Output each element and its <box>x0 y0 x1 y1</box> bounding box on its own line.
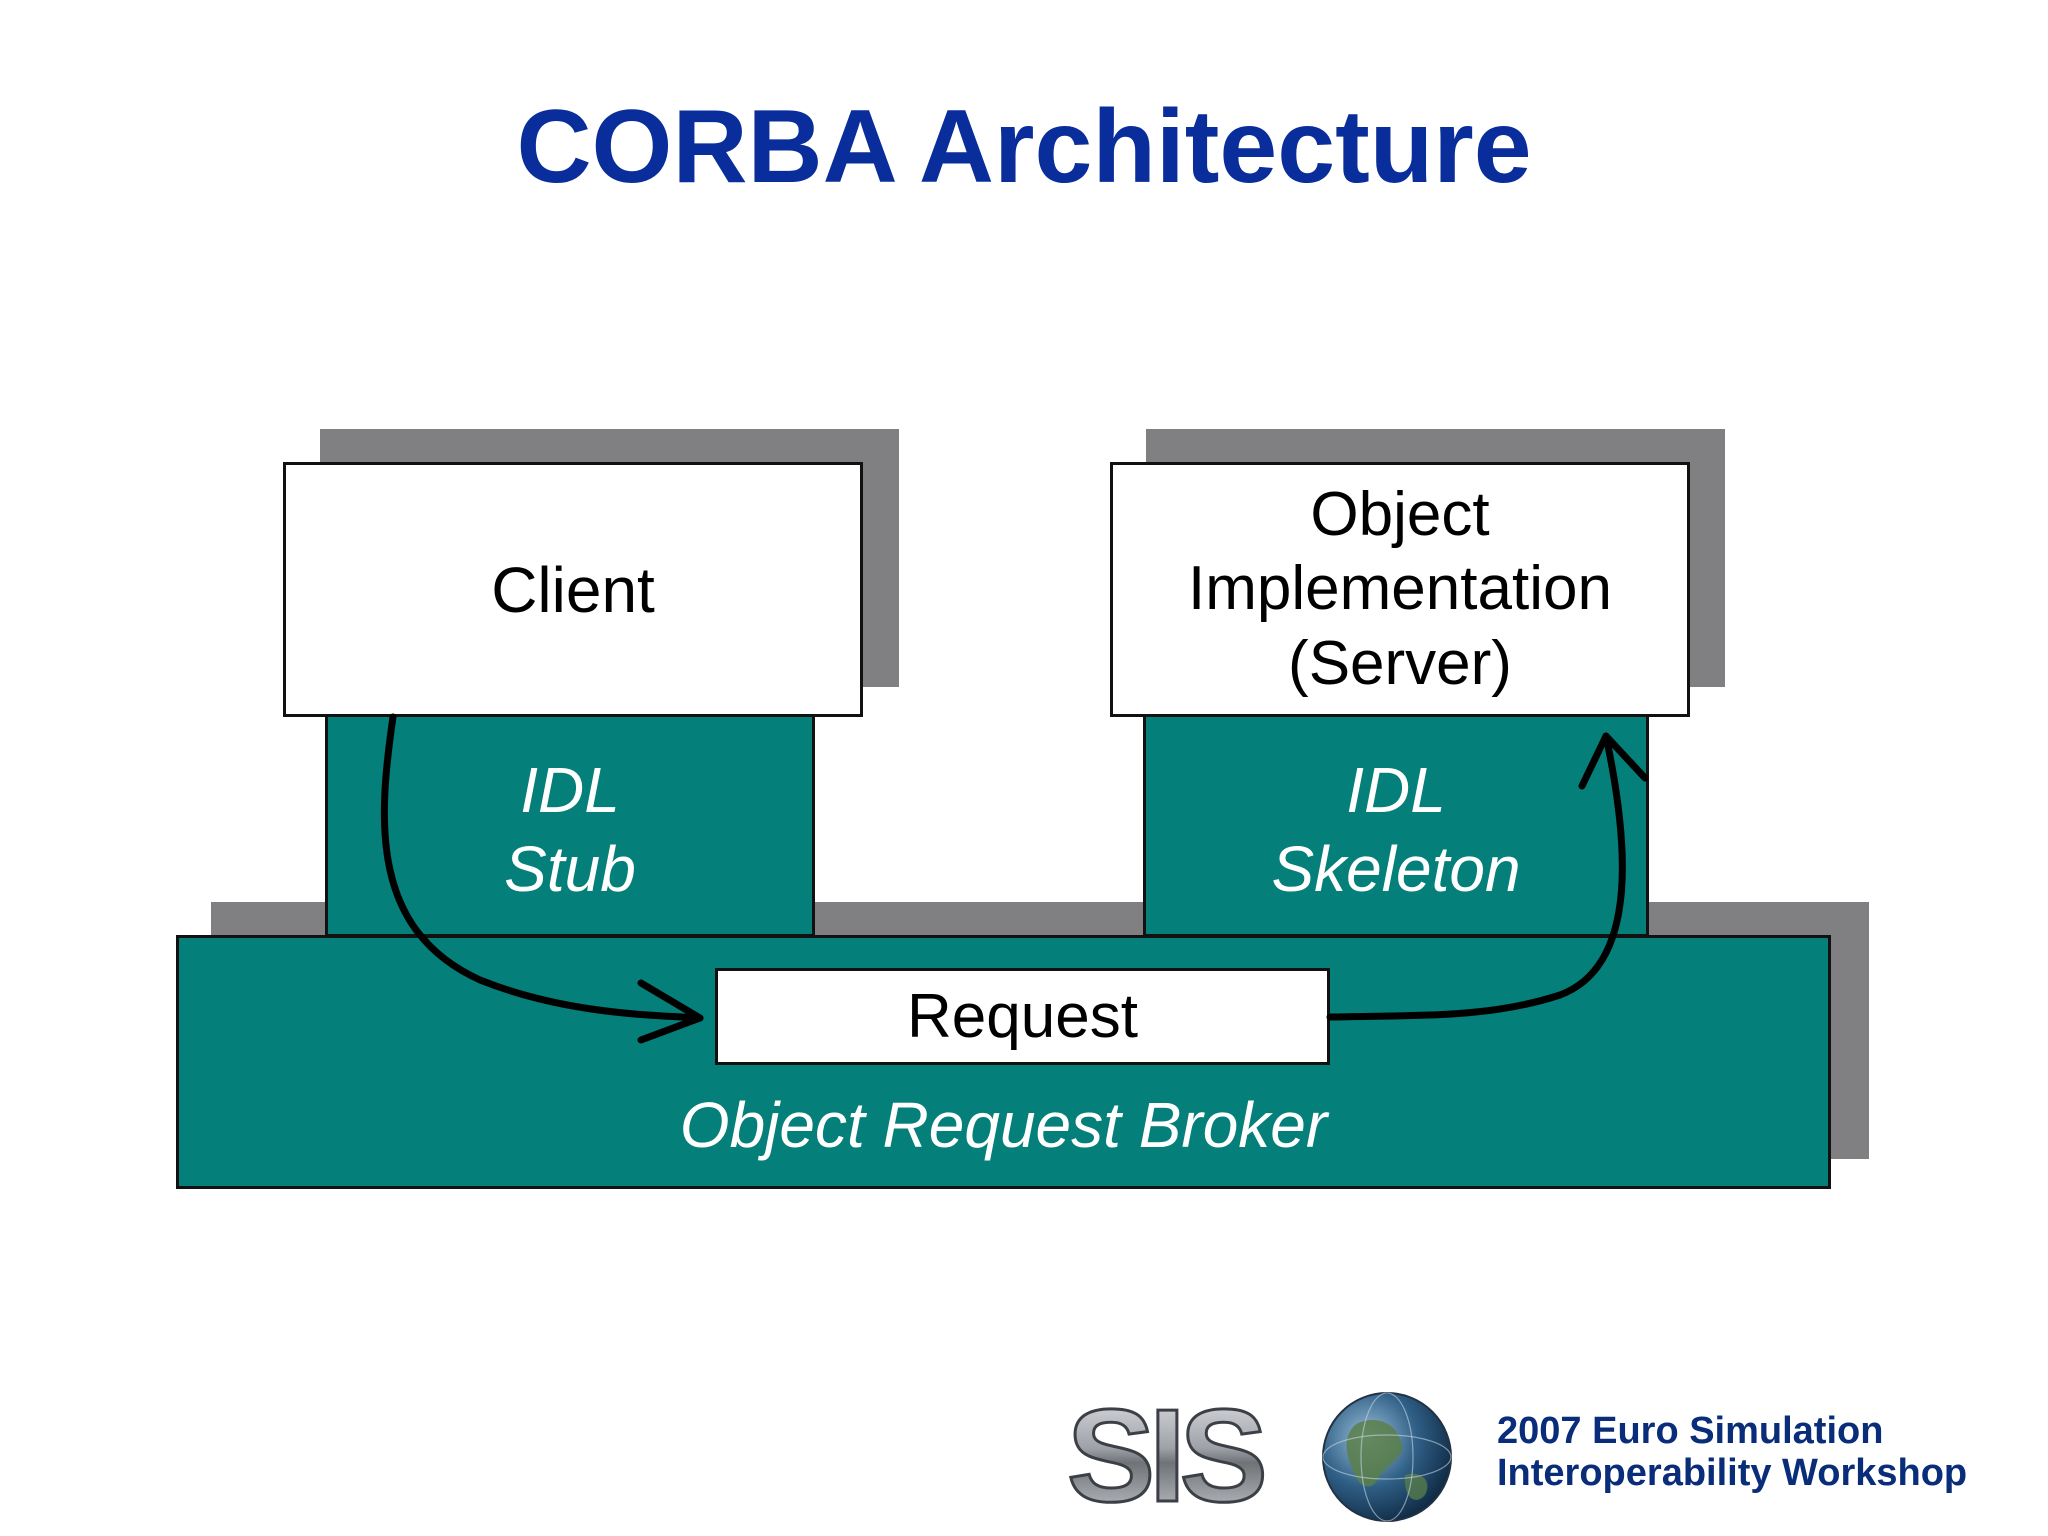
idl-skeleton-line-1: IDL <box>1346 754 1446 827</box>
server-line-1: Object <box>1310 479 1490 549</box>
event-name-line-2: Interoperability Workshop <box>1497 1452 1968 1494</box>
orb-label: Object Request Broker <box>679 1089 1328 1161</box>
idl-stub-box: IDL Stub <box>325 714 815 937</box>
client-to-request-arrowhead <box>637 979 704 1044</box>
event-name: 2007 Euro Simulation Interoperability Wo… <box>1497 1410 1967 1494</box>
request-label: Request <box>907 982 1138 1051</box>
object-implementation-box: Object Implementation (Server) <box>1110 462 1690 717</box>
idl-skeleton-line-2: Skeleton <box>1271 832 1521 905</box>
siso-logo: SIS <box>1066 1385 1452 1525</box>
server-line-2: Implementation <box>1188 554 1612 624</box>
slide-title: CORBA Architecture <box>516 89 1532 205</box>
client-box: Client <box>283 462 863 717</box>
request-to-skeleton-arrow <box>1326 732 1626 1021</box>
server-line-3: (Server) <box>1288 628 1512 698</box>
idl-stub-line-2: Stub <box>504 832 636 905</box>
event-name-line-1: 2007 Euro Simulation <box>1497 1410 1884 1452</box>
request-box: Request <box>715 968 1330 1065</box>
idl-stub-line-1: IDL <box>520 754 620 827</box>
siso-logo-letters: SIS <box>1067 1385 1263 1525</box>
client-label: Client <box>491 553 655 626</box>
client-to-request-arrow <box>380 713 704 1022</box>
idl-skeleton-box: IDL Skeleton <box>1143 714 1649 937</box>
request-to-skeleton-arrowhead <box>1578 732 1649 790</box>
